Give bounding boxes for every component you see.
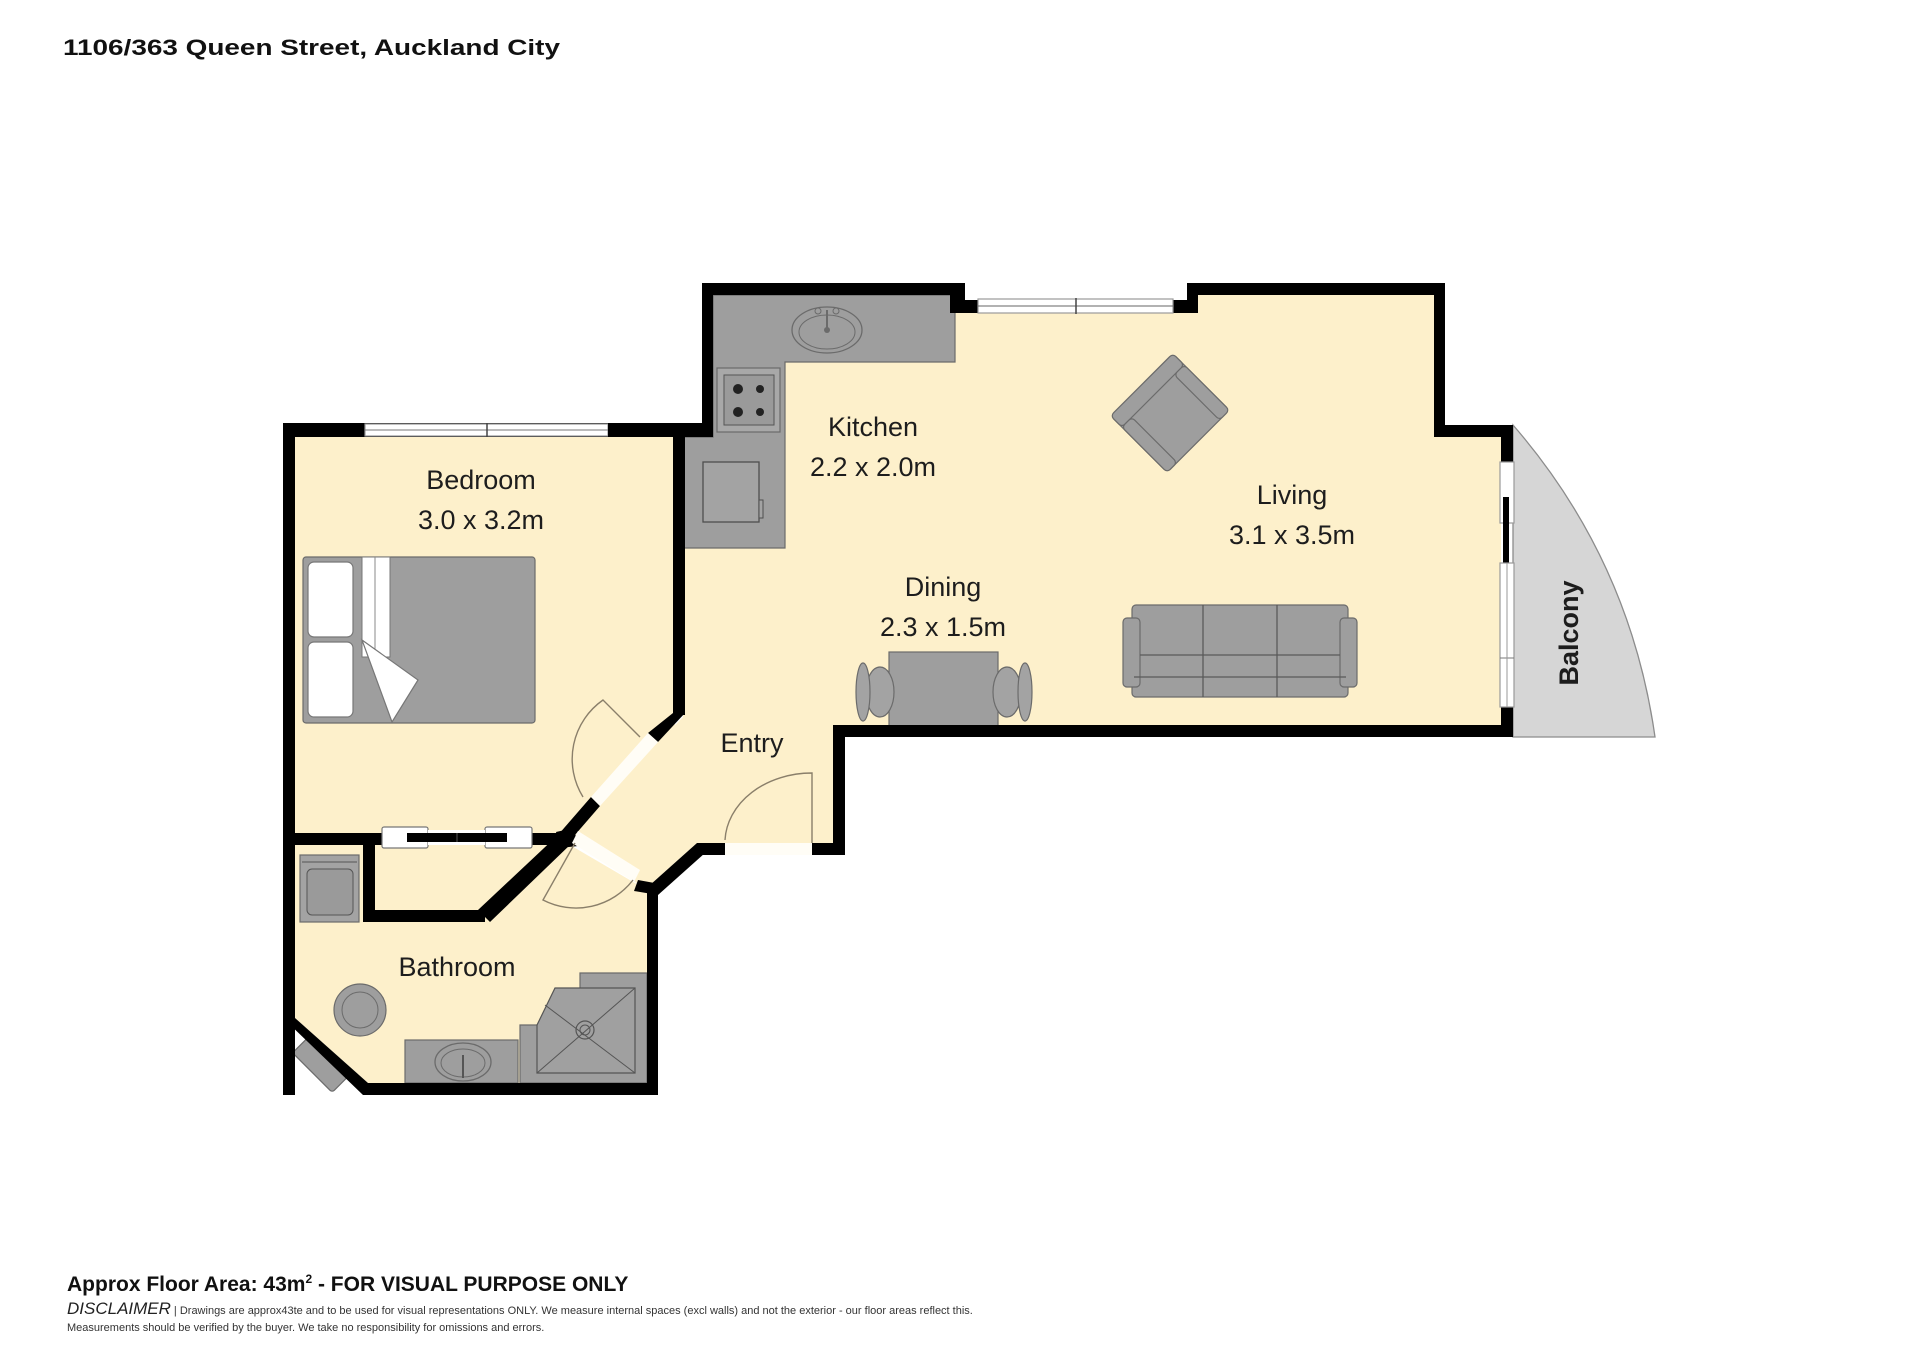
living-label: Living [1257, 480, 1328, 510]
dining-chair-right-icon [992, 662, 1033, 722]
disclaimer-line-1: DISCLAIMER| Drawings are approx43te and … [67, 1299, 973, 1318]
dining-label: Dining [905, 572, 982, 602]
disclaimer-body-1: | Drawings are approx43te and to be used… [174, 1305, 973, 1317]
disclaimer-line-2: Measurements should be verified by the b… [67, 1322, 544, 1334]
floor-fill [295, 295, 1501, 1083]
entry-door[interactable] [724, 772, 813, 855]
kitchen-label: Kitchen [828, 412, 918, 442]
floor-area-suffix: - FOR VISUAL PURPOSE ONLY [312, 1273, 628, 1296]
room-labels: Kitchen 2.2 x 2.0m Bedroom 3.0 x 3.2m Li… [398, 412, 1355, 982]
stove-icon [716, 367, 781, 433]
balcony-door[interactable] [1499, 461, 1515, 708]
floor-area-superscript: 2 [305, 1272, 312, 1286]
bedroom-window [364, 423, 673, 437]
floor-area-prefix: Approx Floor Area: 43m [67, 1273, 305, 1296]
balcony-label: Balcony [1554, 580, 1584, 685]
fridge-icon [702, 461, 764, 523]
wardrobe-sliding-doors[interactable] [381, 826, 533, 849]
disclaimer-heading: DISCLAIMER [67, 1299, 171, 1318]
bed-icon [302, 556, 536, 724]
bedroom-door[interactable] [571, 699, 658, 806]
bedroom-dims: 3.0 x 3.2m [418, 505, 544, 535]
footer: Approx Floor Area: 43m2 - FOR VISUAL PUR… [67, 1272, 973, 1334]
dining-dims: 2.3 x 1.5m [880, 612, 1006, 642]
floor-area-text: Approx Floor Area: 43m2 - FOR VISUAL PUR… [67, 1272, 628, 1296]
entry-label: Entry [720, 728, 784, 758]
dining-chair-left-icon [855, 662, 895, 722]
vanity-icon [404, 1039, 519, 1084]
dining-table-icon [888, 651, 999, 728]
armchair-icon [1111, 354, 1229, 472]
living-dims: 3.1 x 3.5m [1229, 520, 1355, 550]
property-address-title: 1106/363 Queen Street, Auckland City [63, 35, 561, 60]
bathroom-label: Bathroom [398, 952, 515, 982]
bathroom-door[interactable] [542, 831, 640, 909]
living-window [977, 298, 1174, 314]
shower-icon [519, 972, 648, 1084]
kitchen-dims: 2.2 x 2.0m [810, 452, 936, 482]
kitchen-sink-icon [791, 306, 863, 354]
bedroom-label: Bedroom [426, 465, 536, 495]
toilet-icon [293, 983, 387, 1092]
sofa-icon [1122, 604, 1358, 698]
balcony-area [1512, 423, 1656, 738]
washing-machine-icon [299, 854, 360, 923]
